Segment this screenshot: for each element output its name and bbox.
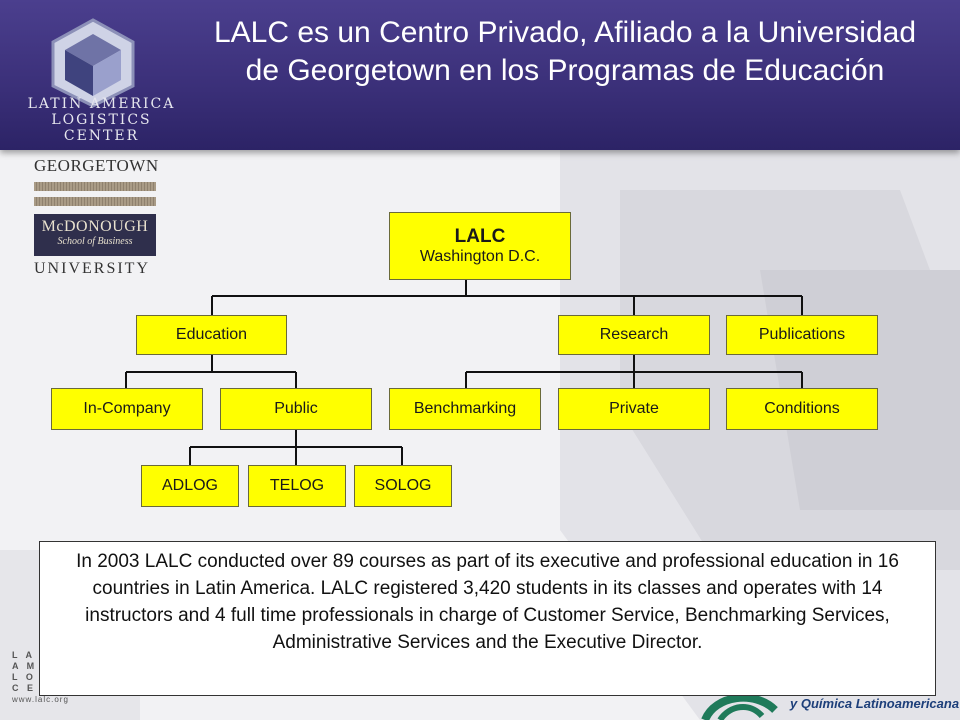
mcdonough-box: McDONOUGH School of Business — [34, 214, 156, 256]
summary-textbox: In 2003 LALC conducted over 89 courses a… — [39, 541, 936, 696]
org-node-education: Education — [136, 315, 287, 355]
lalc-cube-logo-icon — [51, 18, 135, 108]
connector-research — [465, 355, 803, 388]
logo-stripe — [34, 197, 156, 206]
org-node-adlog: ADLOG — [141, 465, 239, 507]
page-title: LALC es un Centro Privado, Afiliado a la… — [213, 16, 917, 87]
logo-line2: LOGISTICS CENTER — [51, 112, 152, 144]
georgetown-mcdonough-logo: GEORGETOWN McDONOUGH School of Business … — [34, 156, 159, 278]
lalc-logo-text: LATIN AMERICA LOGISTICS CENTER — [14, 96, 189, 144]
green-swirl-logo-icon — [701, 693, 778, 720]
mcdonough-text: McDONOUGH — [41, 218, 149, 235]
school-of-business-text: School of Business — [57, 236, 133, 247]
org-node-solog: SOLOG — [354, 465, 452, 507]
org-node-lalc-title: LALC — [454, 226, 506, 247]
org-node-telog: TELOG — [248, 465, 346, 507]
connector-root — [211, 280, 803, 315]
university-text: UNIVERSITY — [34, 260, 150, 277]
connector-education — [125, 355, 297, 388]
org-node-public: Public — [220, 388, 372, 430]
org-node-lalc: LALC Washington D.C. — [389, 212, 571, 280]
org-node-benchmarking: Benchmarking — [389, 388, 541, 430]
footer-partner-text: y Química Latinoamericana — [790, 696, 960, 711]
org-node-conditions: Conditions — [726, 388, 878, 430]
header-bar: LATIN AMERICA LOGISTICS CENTER LALC es u… — [0, 0, 960, 150]
org-node-publications: Publications — [726, 315, 878, 355]
logo-line1: LATIN AMERICA — [27, 96, 176, 112]
org-node-in-company: In-Company — [51, 388, 203, 430]
org-node-lalc-location: Washington D.C. — [419, 248, 541, 265]
org-node-research: Research — [558, 315, 710, 355]
org-node-private: Private — [558, 388, 710, 430]
footer-url: www.lalc.org — [12, 695, 69, 704]
georgetown-text: GEORGETOWN — [34, 156, 159, 175]
connector-public — [189, 430, 403, 465]
logo-stripe — [34, 182, 156, 191]
